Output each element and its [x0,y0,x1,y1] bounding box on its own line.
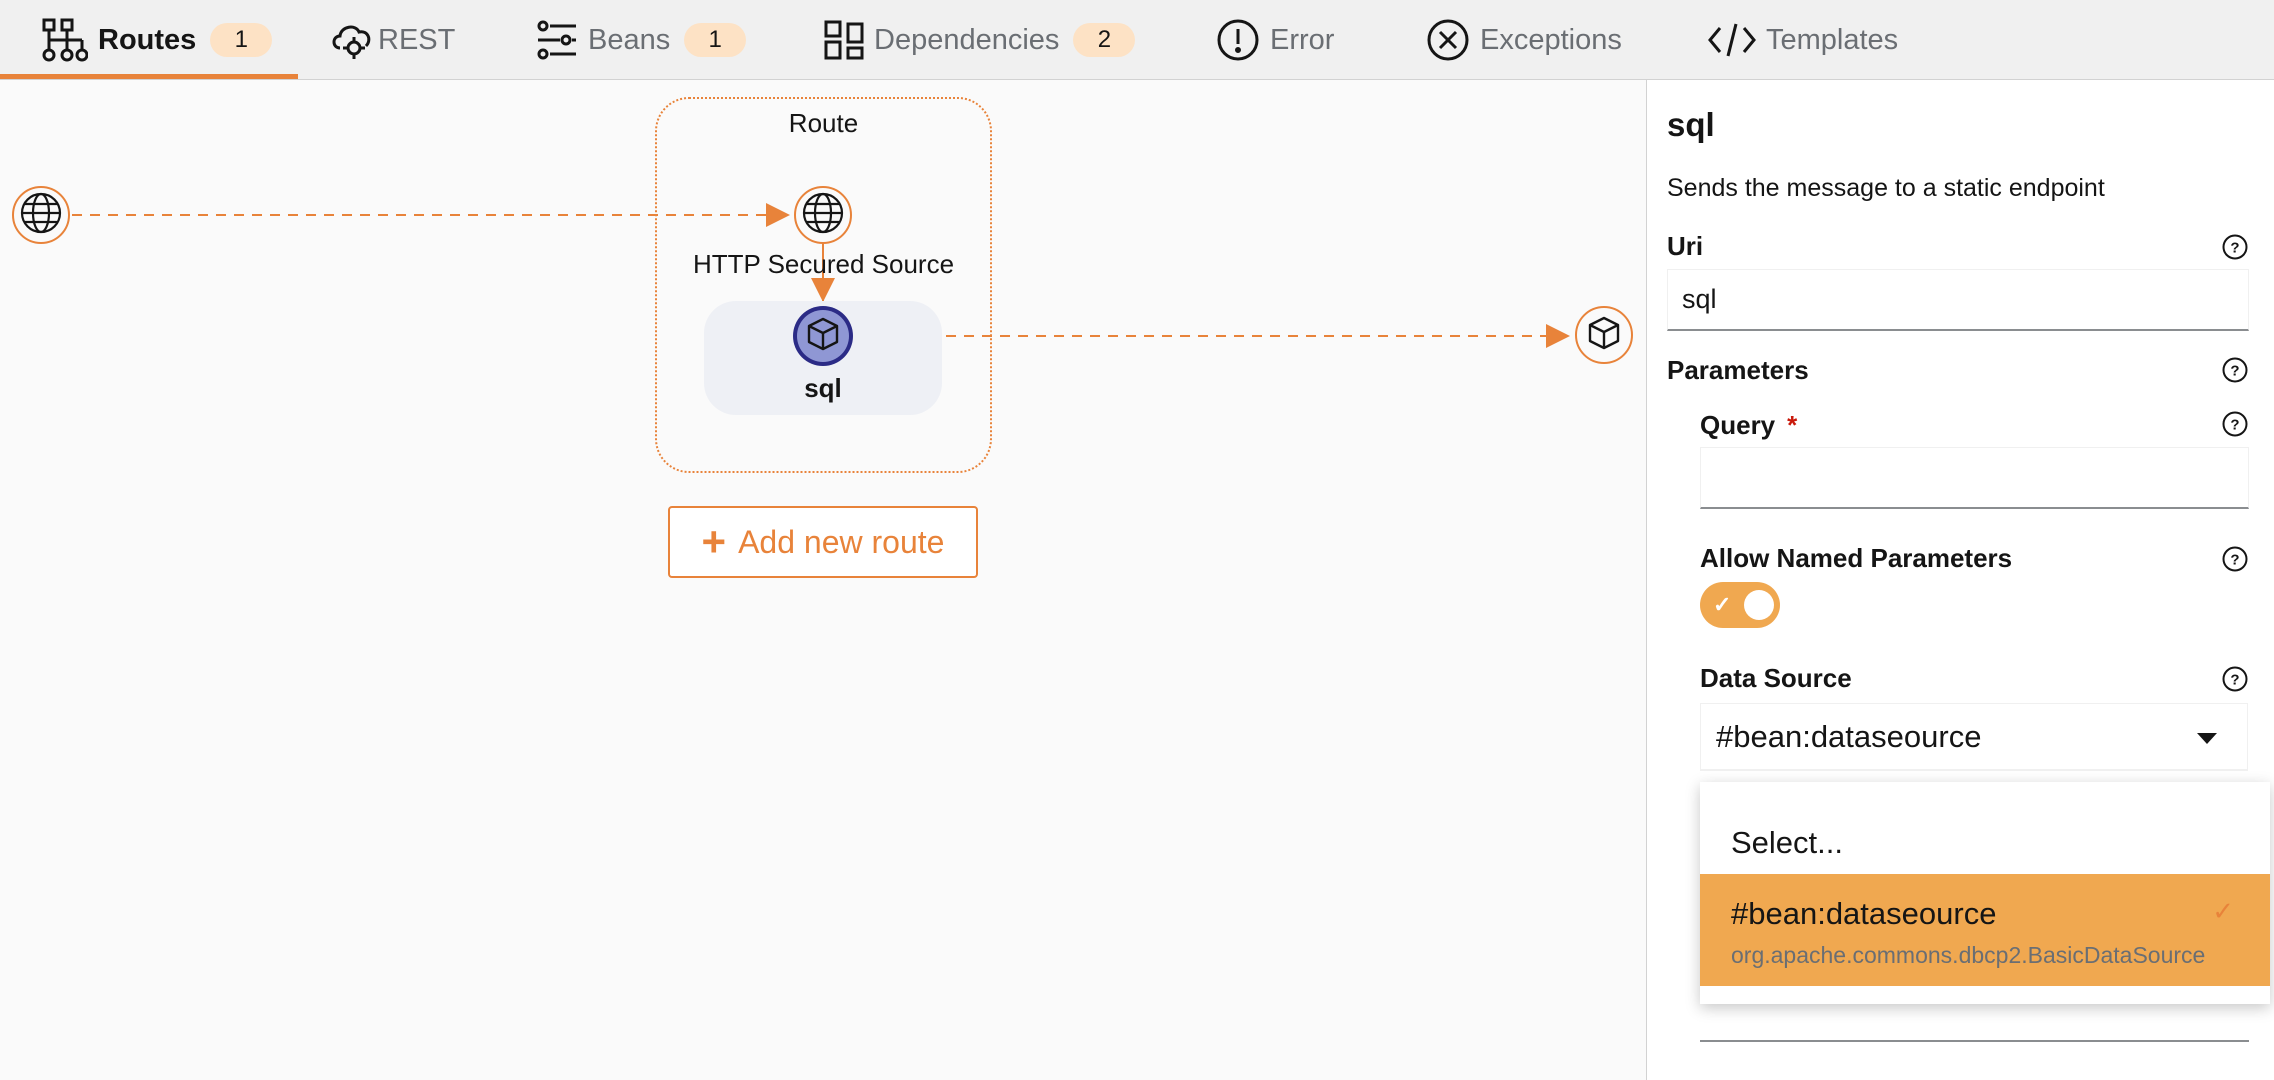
tab-rest[interactable]: REST [330,0,455,80]
topology-icon [42,18,88,62]
help-icon[interactable]: ? [2222,234,2248,260]
dropdown-option-label: #bean:dataseource [1731,896,1997,931]
allow-named-parameters-toggle[interactable]: ✓ [1700,582,1780,628]
tab-templates[interactable]: Templates [1708,0,1898,80]
parameters-label: Parameters [1667,355,1809,385]
check-icon: ✓ [2212,896,2234,926]
tab-dependencies-label: Dependencies [874,23,1060,56]
sliders-icon [536,20,578,60]
tab-bar: Routes 1 REST Beans 1 [0,0,2274,80]
panel-title: sql [1667,106,1715,143]
data-source-label: Data Source [1700,663,1852,693]
data-source-selected-value: #bean:dataseource [1716,718,1982,754]
tab-error[interactable]: Error [1216,0,1334,80]
tab-templates-label: Templates [1766,23,1899,56]
routes-count-badge: 1 [210,23,273,57]
tab-routes-label: Routes [98,23,197,56]
required-marker: * [1787,410,1798,440]
svg-text:?: ? [2230,240,2239,257]
allow-named-parameters-label: Allow Named Parameters [1700,543,2013,573]
hidden-field-underline [1700,1040,2249,1042]
uri-label: Uri [1667,231,1704,261]
help-icon[interactable]: ? [2222,411,2248,437]
cube-icon [806,317,840,356]
dropdown-option-selected[interactable]: #bean:dataseource org.apache.commons.dbc… [1700,874,2270,986]
add-new-route-button[interactable]: + Add new route [668,506,978,578]
help-icon[interactable]: ? [2222,546,2248,572]
tab-beans-label: Beans [588,23,671,56]
route-container[interactable] [655,97,992,473]
globe-icon [802,192,844,239]
connection-lines [72,203,1570,348]
toggle-knob [1744,590,1774,620]
svg-text:?: ? [2230,417,2239,434]
check-icon: ✓ [1713,592,1732,617]
svg-text:?: ? [2230,672,2239,689]
route-canvas[interactable]: Route HTTP Secured Source sql [0,80,1646,1080]
http-secured-source-node[interactable] [794,186,852,244]
data-source-dropdown-menu: Select... #bean:dataseource org.apache.c… [1700,782,2270,1004]
source-label: HTTP Secured Source [692,249,955,279]
dropdown-option-placeholder[interactable]: Select... [1700,797,2270,889]
query-label: Query * [1700,410,1797,441]
tab-exceptions[interactable]: Exceptions [1426,0,1622,80]
route-label: Route [788,108,859,138]
tab-dependencies[interactable]: Dependencies 2 [824,0,1136,80]
external-source-node[interactable] [12,186,70,244]
help-icon[interactable]: ? [2222,357,2248,383]
panel-description: Sends the message to a static endpoint [1667,174,2105,202]
uri-input[interactable]: sql [1667,269,2249,331]
exclamation-circle-icon [1216,18,1260,62]
destination-node[interactable] [1575,306,1633,364]
tab-exceptions-label: Exceptions [1480,23,1622,56]
svg-text:?: ? [2230,552,2239,569]
cube-icon [1587,316,1621,355]
beans-count-badge: 1 [684,23,747,57]
sql-step-label: sql [804,373,842,403]
add-new-route-label: Add new route [738,523,945,560]
tab-beans[interactable]: Beans 1 [536,0,747,80]
dropdown-option-description: org.apache.commons.dbcp2.BasicDataSource [1731,942,2206,968]
times-circle-icon [1426,18,1470,62]
cloud-gear-icon [330,20,376,60]
tab-routes[interactable]: Routes 1 [42,0,273,80]
query-input[interactable] [1700,447,2249,509]
sql-step-node[interactable] [793,306,853,366]
active-tab-indicator [0,74,298,79]
sql-step-node-fill [797,310,849,362]
globe-icon [20,192,62,239]
plus-icon: + [701,518,727,565]
query-label-text: Query [1700,410,1776,440]
caret-down-icon [2197,733,2217,744]
tab-error-label: Error [1270,23,1335,56]
code-icon [1708,20,1756,60]
data-source-select[interactable]: #bean:dataseource [1700,703,2248,771]
svg-text:?: ? [2230,363,2239,380]
blocks-icon [824,20,864,60]
dropdown-option-placeholder-label: Select... [1731,825,1843,860]
tab-rest-label: REST [378,23,456,56]
dependencies-count-badge: 2 [1073,23,1136,57]
help-icon[interactable]: ? [2222,666,2248,692]
